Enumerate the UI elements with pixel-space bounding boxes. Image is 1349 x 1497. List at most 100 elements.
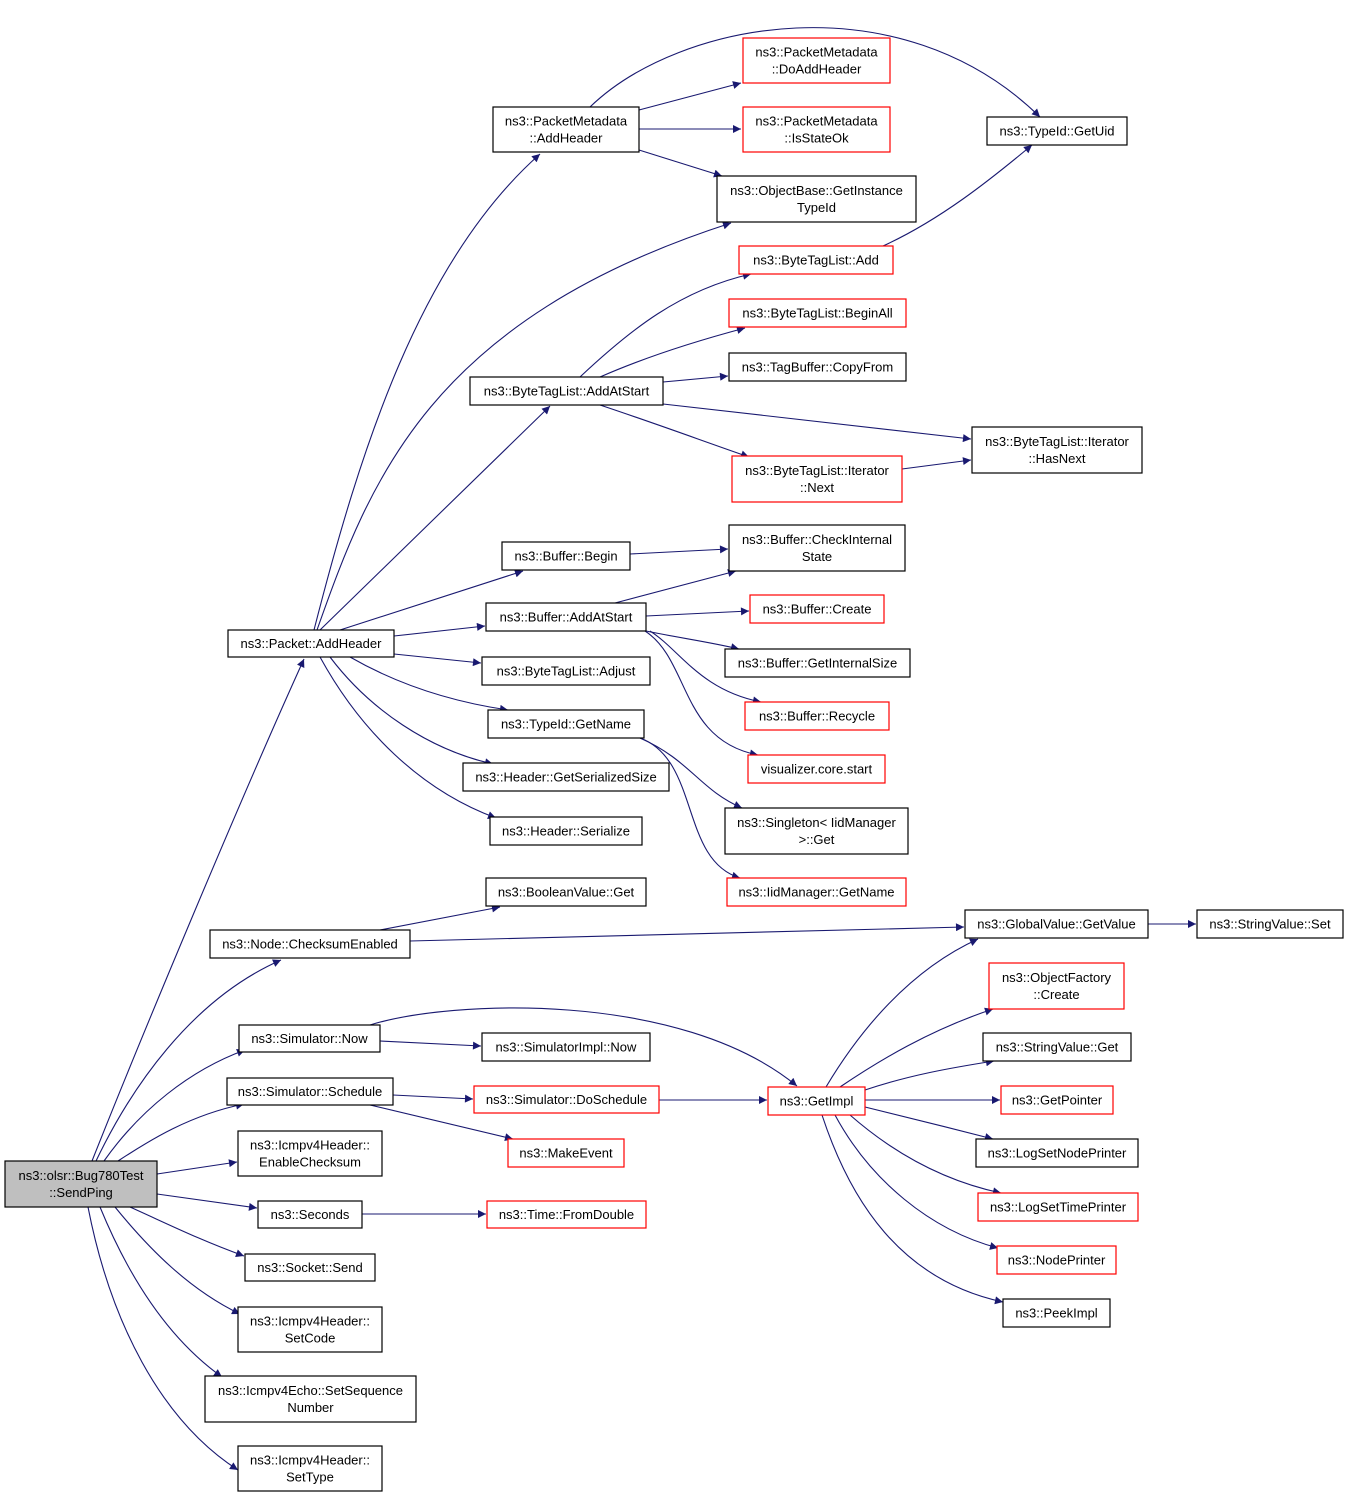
node-tagbuf-copyfrom[interactable]: ns3::TagBuffer::CopyFrom (728, 352, 907, 382)
node-viz-start[interactable]: visualizer.core.start (747, 754, 886, 784)
node-seconds[interactable]: ns3::Seconds (257, 1200, 363, 1229)
node-btl-iter-next[interactable]: ns3::ByteTagList::Iterator::Next (731, 455, 903, 503)
node-logsettimeprinter[interactable]: ns3::LogSetTimePrinter (977, 1192, 1139, 1222)
node-singleton-get[interactable]: ns3::Singleton< IidManager>::Get (724, 807, 909, 855)
node-label: ns3::Buffer::Create (763, 602, 872, 617)
edge-buf-addatstart-to-buf-getinternalsize (645, 630, 740, 652)
node-sim-doschedule[interactable]: ns3::Simulator::DoSchedule (473, 1085, 660, 1114)
node-box (485, 877, 647, 907)
node-pm-doaddheader[interactable]: ns3::PacketMetadata::DoAddHeader (742, 37, 891, 84)
edge-root-to-icmp-setcode (114, 1206, 241, 1315)
node-label: ns3::GetImpl (780, 1094, 854, 1109)
node-strval-set[interactable]: ns3::StringValue::Set (1196, 909, 1344, 939)
node-node-checksum[interactable]: ns3::Node::ChecksumEnabled (209, 929, 411, 959)
node-strval-get[interactable]: ns3::StringValue::Get (982, 1032, 1132, 1062)
node-buf-create[interactable]: ns3::Buffer::Create (749, 594, 885, 624)
node-box (4, 1160, 158, 1208)
node-socket-send[interactable]: ns3::Socket::Send (244, 1253, 376, 1282)
node-gv-getvalue[interactable]: ns3::GlobalValue::GetValue (964, 909, 1149, 939)
edge-typeid-getname-to-iid-getname (639, 737, 741, 880)
node-buf-getinternalsize[interactable]: ns3::Buffer::GetInternalSize (724, 648, 911, 678)
node-hdr-getsersize[interactable]: ns3::Header::GetSerializedSize (462, 762, 670, 792)
node-label: ns3::Buffer::Begin (514, 549, 617, 564)
node-getimpl[interactable]: ns3::GetImpl (767, 1086, 866, 1116)
node-makeevent[interactable]: ns3::MakeEvent (507, 1138, 625, 1168)
edge-getimpl-to-gv-getvalue (825, 938, 979, 1088)
node-box (204, 1375, 417, 1423)
node-getpointer[interactable]: ns3::GetPointer (1000, 1085, 1114, 1115)
node-label: ns3::Header::Serialize (502, 824, 630, 839)
node-btl-beginall[interactable]: ns3::ByteTagList::BeginAll (728, 298, 907, 328)
node-box (489, 816, 643, 846)
node-buf-begin[interactable]: ns3::Buffer::Begin (501, 541, 631, 571)
node-label: ns3::TypeId::GetName (501, 717, 631, 732)
node-bool-get[interactable]: ns3::BooleanValue::Get (485, 877, 647, 907)
edge-pkt-addheader-to-hdr-getsersize (329, 656, 494, 767)
node-box (975, 1138, 1139, 1168)
node-label: Number (287, 1400, 334, 1415)
node-root[interactable]: ns3::olsr::Bug780Test::SendPing (4, 1160, 158, 1208)
node-label: ns3::Socket::Send (257, 1260, 363, 1275)
node-box (237, 1306, 383, 1353)
edge-sim-now-to-getimpl (369, 1007, 798, 1087)
edge-getimpl-to-nodeprinter (834, 1114, 999, 1250)
edge-pm-addheader-to-pm-doaddheader (638, 81, 742, 111)
node-box (257, 1200, 363, 1229)
node-pkt-addheader[interactable]: ns3::Packet::AddHeader (227, 629, 395, 658)
node-label: ns3::Packet::AddHeader (241, 636, 383, 651)
node-box (728, 298, 907, 328)
node-sim-now[interactable]: ns3::Simulator::Now (238, 1024, 381, 1053)
node-label: ns3::PacketMetadata (755, 114, 878, 129)
edge-pkt-addheader-to-pm-addheader (313, 153, 541, 631)
node-btl-adjust[interactable]: ns3::ByteTagList::Adjust (481, 656, 651, 686)
edge-pkt-addheader-to-typeid-getname (349, 656, 509, 713)
node-label: ns3::ObjectBase::GetInstance (730, 183, 903, 198)
node-box (469, 376, 664, 406)
node-label: ::DoAddHeader (772, 62, 862, 77)
node-label: ns3::Buffer::Recycle (759, 709, 875, 724)
node-buf-recycle[interactable]: ns3::Buffer::Recycle (744, 701, 890, 731)
node-hdr-serialize[interactable]: ns3::Header::Serialize (489, 816, 643, 846)
node-icmp-setcode[interactable]: ns3::Icmpv4Header::SetCode (237, 1306, 383, 1353)
node-box (1000, 1085, 1114, 1115)
node-btl-iter-hasnext[interactable]: ns3::ByteTagList::Iterator::HasNext (971, 426, 1143, 474)
node-sim-schedule[interactable]: ns3::Simulator::Schedule (226, 1077, 394, 1106)
edge-buf-begin-to-buf-checkinternal (629, 545, 729, 555)
node-iid-getname[interactable]: ns3::IidManager::GetName (726, 877, 907, 907)
node-typeid-getname[interactable]: ns3::TypeId::GetName (487, 709, 645, 739)
node-box (742, 106, 891, 153)
node-btl-addatstart[interactable]: ns3::ByteTagList::AddAtStart (469, 376, 664, 406)
node-buf-addatstart[interactable]: ns3::Buffer::AddAtStart (485, 602, 647, 632)
node-simimpl-now[interactable]: ns3::SimulatorImpl::Now (481, 1032, 651, 1062)
node-peekimpl[interactable]: ns3::PeekImpl (1002, 1298, 1111, 1328)
edge-buf-addatstart-to-buf-recycle (649, 630, 762, 705)
node-objfactory-create[interactable]: ns3::ObjectFactory::Create (988, 962, 1125, 1010)
node-label: ns3::Seconds (271, 1207, 350, 1222)
node-label: ns3::ByteTagList::Adjust (497, 664, 636, 679)
node-icmp-settype[interactable]: ns3::Icmpv4Header::SetType (237, 1445, 383, 1492)
node-box (996, 1245, 1117, 1275)
node-box (485, 602, 647, 632)
node-label: ns3::Singleton< IidManager (737, 815, 896, 830)
node-typeid-getuid[interactable]: ns3::TypeId::GetUid (986, 116, 1128, 146)
node-pm-isstateok[interactable]: ns3::PacketMetadata::IsStateOk (742, 106, 891, 153)
node-box (731, 455, 903, 503)
node-btl-add[interactable]: ns3::ByteTagList::Add (738, 245, 894, 275)
edge-root-to-socket-send (129, 1206, 245, 1258)
node-label: visualizer.core.start (761, 762, 873, 777)
node-nodeprinter[interactable]: ns3::NodePrinter (996, 1245, 1117, 1275)
node-icmp-enable[interactable]: ns3::Icmpv4Header::EnableChecksum (237, 1130, 383, 1177)
node-box (487, 709, 645, 739)
edge-buf-addatstart-to-buf-checkinternal (614, 569, 737, 604)
edge-pkt-addheader-to-hdr-serialize (319, 656, 497, 819)
node-label: ns3::LogSetTimePrinter (990, 1200, 1127, 1215)
node-pm-addheader[interactable]: ns3::PacketMetadata::AddHeader (492, 106, 640, 153)
node-time-fromdouble[interactable]: ns3::Time::FromDouble (486, 1200, 647, 1229)
edge-root-to-sim-schedule (117, 1101, 245, 1162)
node-logsetnodeprinter[interactable]: ns3::LogSetNodePrinter (975, 1138, 1139, 1168)
node-label: ::Next (800, 480, 834, 495)
edge-pkt-addheader-to-btl-adjust (393, 653, 482, 667)
